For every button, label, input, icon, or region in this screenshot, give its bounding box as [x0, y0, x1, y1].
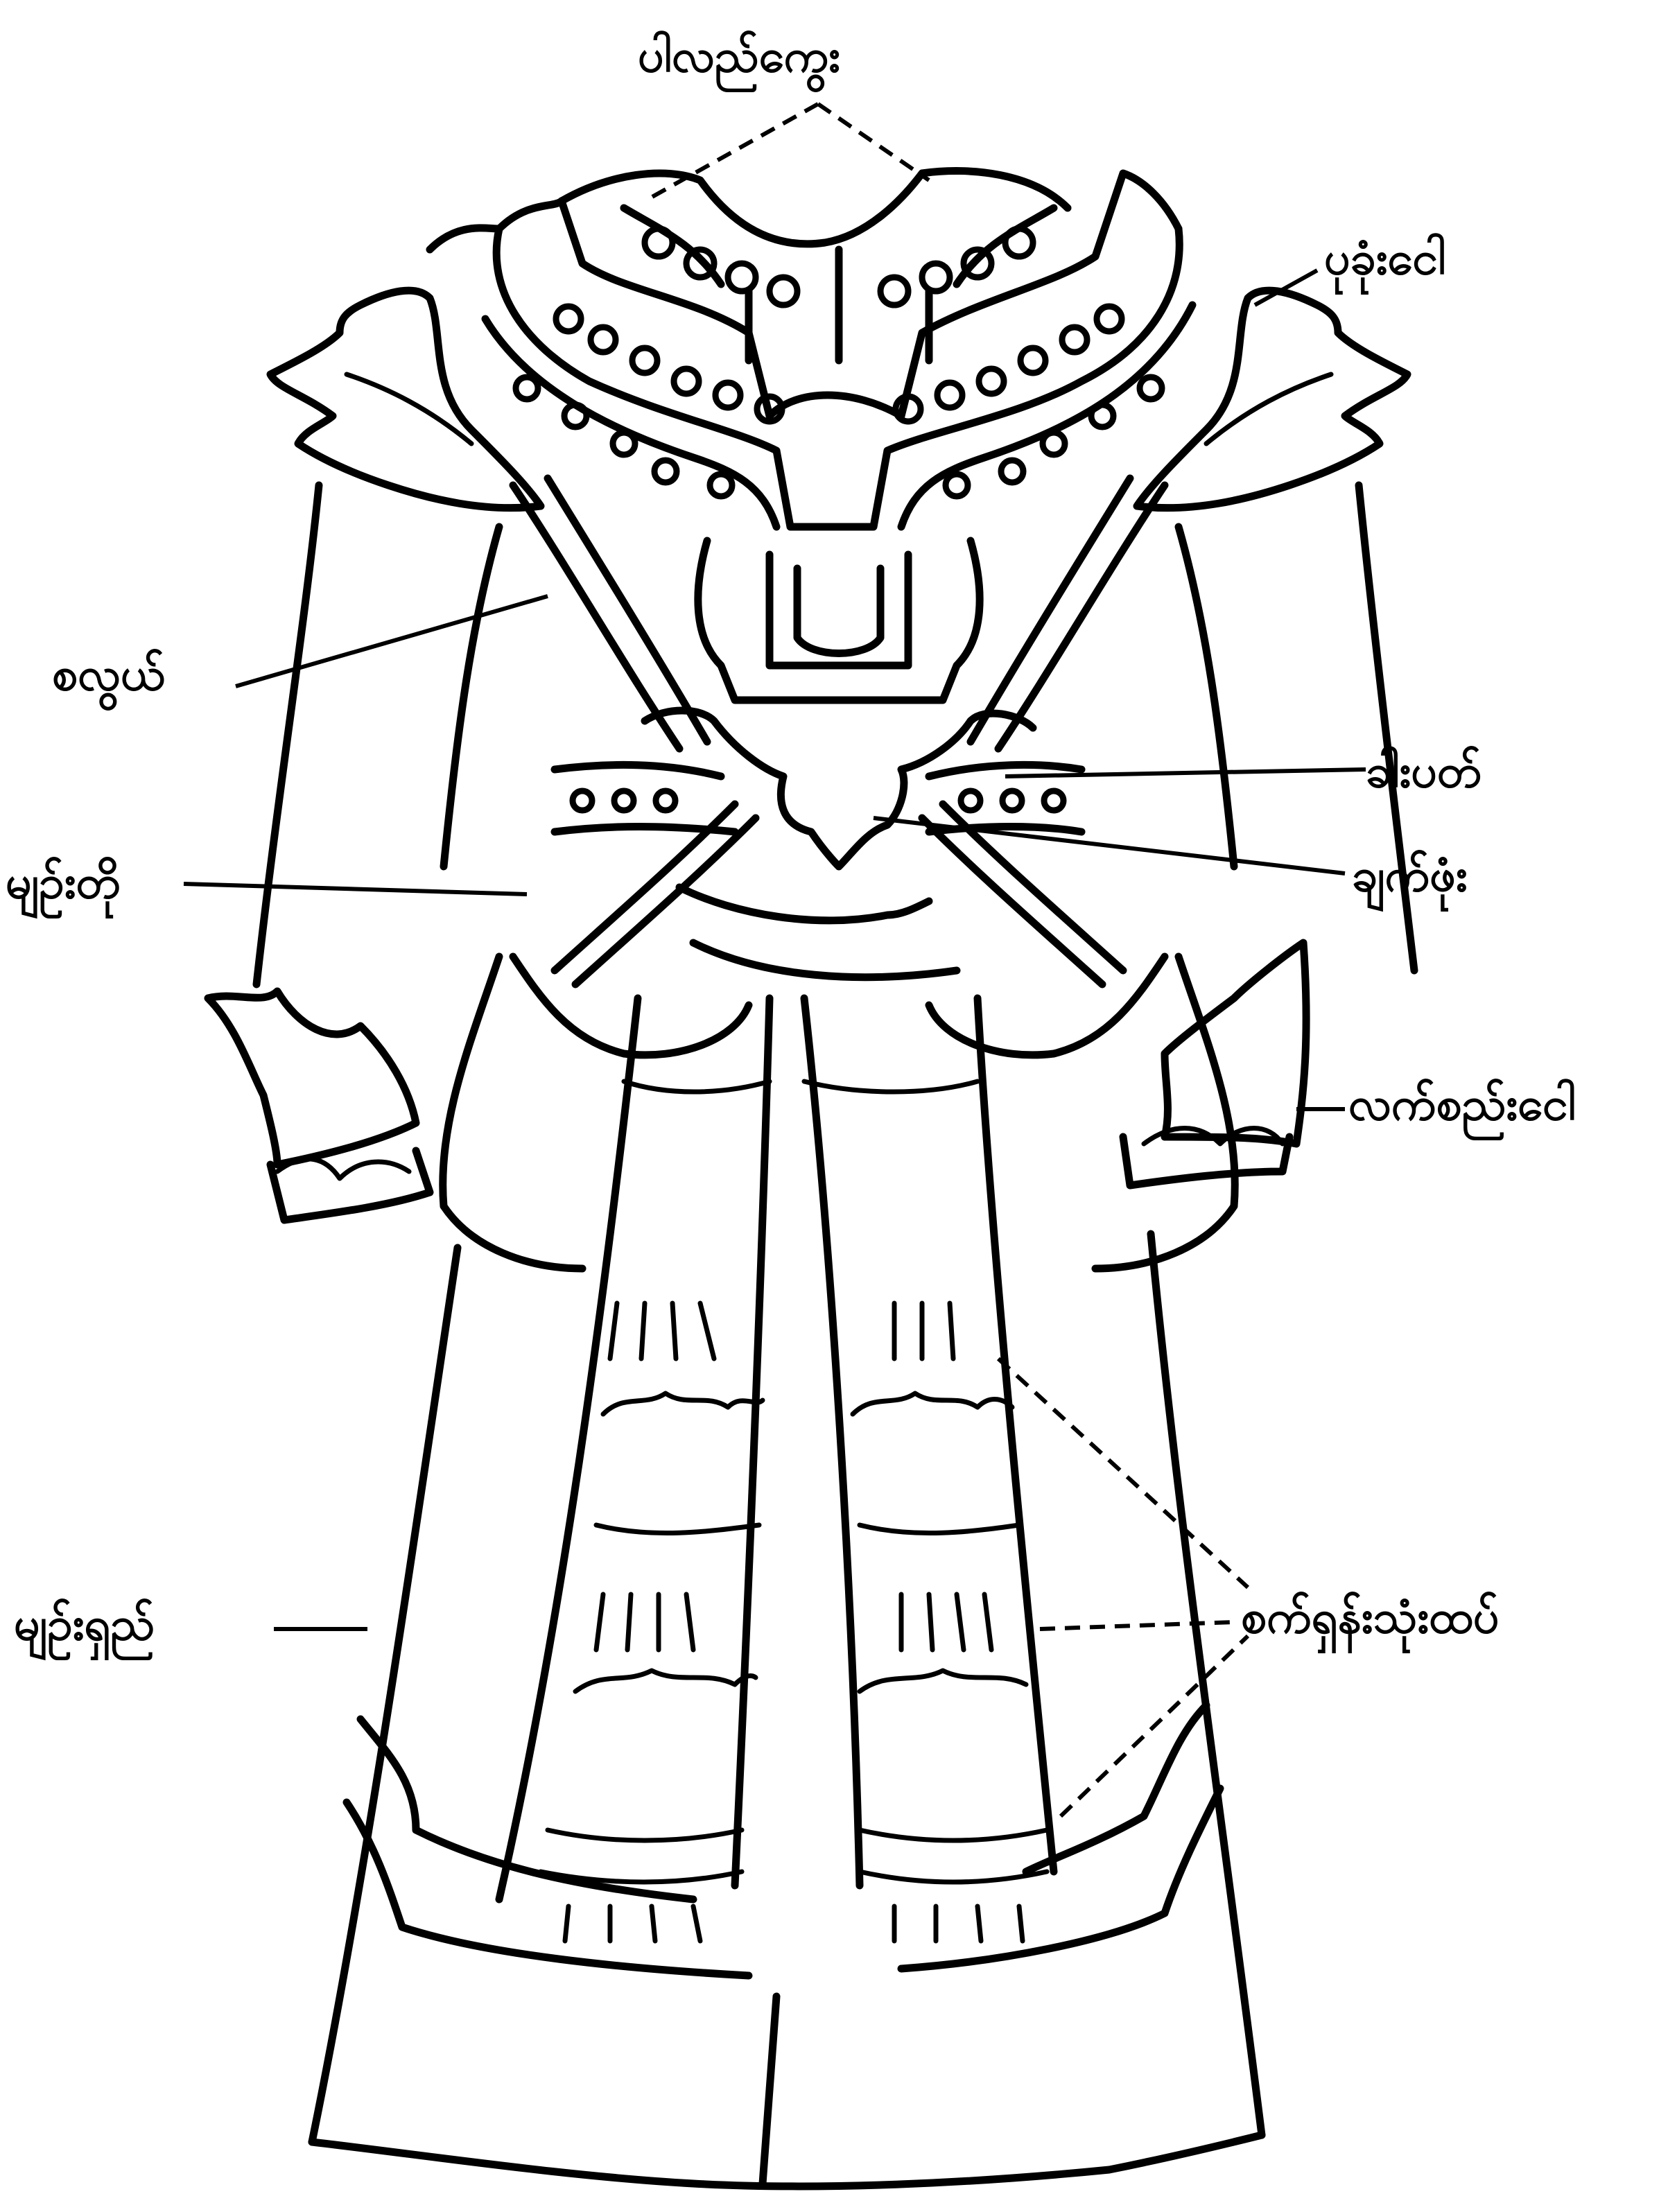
label-shoulder: ပုခုံးငေါ — [1324, 236, 1445, 281]
front-panels-drawing — [499, 998, 1054, 1941]
label-bow: ချက်ဖုံး — [1352, 853, 1468, 898]
long-skirt-drawing — [312, 1234, 1262, 2186]
label-panel-tiers: စက်ရှန်းသုံးထပ် — [1241, 1594, 1500, 1640]
label-long-skirt: မျဉ်းရှည် — [14, 1601, 155, 1647]
belt-drawing — [555, 765, 1081, 832]
label-cuff: လက်စည်းငေါ — [1348, 1081, 1576, 1127]
sleeves-drawing — [208, 485, 1414, 1220]
collar-drawing — [430, 171, 1192, 527]
label-strap: စလွယ် — [52, 652, 165, 697]
chest-drawing — [513, 478, 1165, 984]
label-collar: ပါလည်ကွေး — [638, 33, 840, 79]
short-skirt-drawing — [443, 887, 1235, 1269]
label-belt: ခါးပတ် — [1366, 749, 1482, 794]
label-short-skirt: မျဉ်းတို — [6, 860, 121, 905]
